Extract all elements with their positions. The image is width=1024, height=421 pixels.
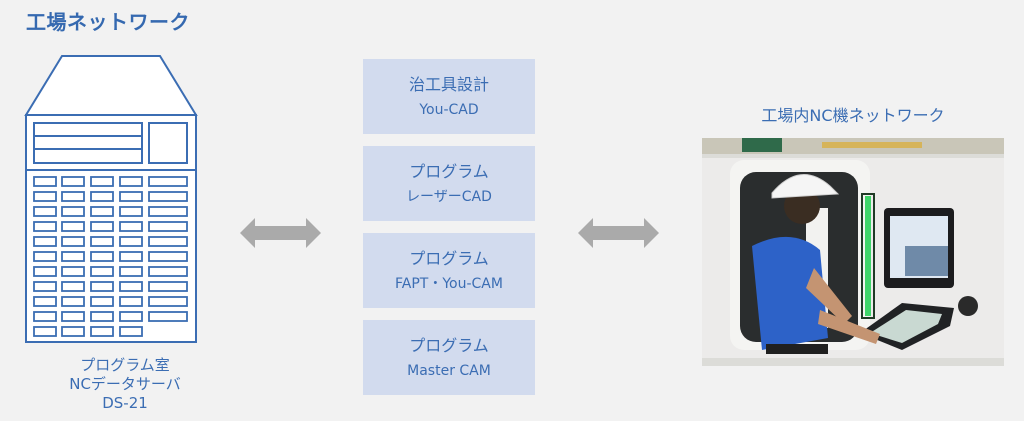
server-drive-bay (148, 296, 188, 307)
server-drive-bay (61, 206, 85, 217)
nc-machine-photo (702, 138, 1004, 366)
software-category: プログラム (409, 248, 489, 268)
server-label-line: DS-21 (102, 394, 148, 412)
server-drive-bay (119, 191, 143, 202)
server-drive-bay (90, 176, 114, 187)
server-drive-bay (119, 176, 143, 187)
server-drive-bay (148, 311, 188, 322)
server-drive-bay (90, 206, 114, 217)
server-drive-bay (33, 206, 57, 217)
server-building-icon (24, 55, 198, 343)
software-category: プログラム (409, 161, 489, 181)
server-drive-bay (33, 176, 57, 187)
software-box: プログラム Master CAM (363, 320, 535, 395)
server-drive-bay (119, 296, 143, 307)
server-drive-bay (119, 281, 143, 292)
server-drive-bay (61, 251, 85, 262)
server-drive-bay (148, 221, 188, 232)
server-panel (33, 122, 143, 164)
server-drive-bay (33, 281, 57, 292)
server-drive-bay (61, 191, 85, 202)
server-drive-bay (90, 236, 114, 247)
software-name: You-CAD (419, 101, 479, 118)
server-drive-bay (119, 236, 143, 247)
server-drive-bay (33, 191, 57, 202)
server-drive-bay (148, 176, 188, 187)
server-drive-bay (33, 311, 57, 322)
server-drive-bay (90, 311, 114, 322)
server-drive-bay (33, 326, 57, 337)
server-drive-bay (33, 296, 57, 307)
server-drive-bay (148, 281, 188, 292)
server-drive-bay (148, 251, 188, 262)
double-arrow-icon (240, 218, 321, 248)
software-name: レーザーCAD (406, 188, 492, 205)
server-drive-bay (33, 236, 57, 247)
server-drive-bay (61, 311, 85, 322)
server-drive-bay (90, 251, 114, 262)
server-drive-bay (90, 296, 114, 307)
page-title: 工場ネットワーク (26, 10, 190, 34)
software-category: 治工具設計 (408, 74, 489, 94)
server-drive-bay (119, 221, 143, 232)
server-drive-bay (61, 296, 85, 307)
server-drive-bay (61, 176, 85, 187)
server-drive-bay (90, 281, 114, 292)
server-drive-bay (148, 206, 188, 217)
server-drive-bay (119, 266, 143, 277)
server-label-line: NCデータサーバ (69, 375, 181, 393)
server-roof (24, 55, 198, 116)
server-drive-bay (119, 326, 143, 337)
server-drive-bay (119, 311, 143, 322)
server-display (148, 122, 188, 164)
server-drive-bay (61, 221, 85, 232)
server-drive-bay (33, 221, 57, 232)
software-box: プログラム FAPT・You-CAM (363, 233, 535, 308)
server-drive-bay (33, 266, 57, 277)
server-drive-bay (90, 221, 114, 232)
software-name: Master CAM (407, 362, 491, 379)
server-label: プログラム室 NCデータサーバ DS-21 (40, 356, 210, 413)
server-drive-bay (148, 236, 188, 247)
server-body (25, 114, 197, 343)
server-drive-bay (33, 251, 57, 262)
server-label-line: プログラム室 (80, 356, 170, 374)
software-box: プログラム レーザーCAD (363, 146, 535, 221)
server-drive-bay (61, 266, 85, 277)
double-arrow-icon (578, 218, 659, 248)
server-drive-bay (90, 191, 114, 202)
server-drive-bay (119, 251, 143, 262)
nc-machine-illustration (702, 138, 1004, 366)
server-drive-bay (119, 206, 143, 217)
server-drive-bay (61, 326, 85, 337)
server-drive-bay (90, 326, 114, 337)
server-drive-bay (90, 266, 114, 277)
software-name: FAPT・You-CAM (395, 275, 503, 292)
server-drive-bay (61, 281, 85, 292)
software-box: 治工具設計 You-CAD (363, 59, 535, 134)
server-drive-bay (148, 191, 188, 202)
server-drive-bay (148, 266, 188, 277)
photo-title: 工場内NC機ネットワーク (761, 106, 945, 125)
software-category: プログラム (409, 335, 489, 355)
server-drive-bay (61, 236, 85, 247)
software-list: 治工具設計 You-CAD プログラム レーザーCAD プログラム FAPT・Y… (363, 59, 535, 407)
